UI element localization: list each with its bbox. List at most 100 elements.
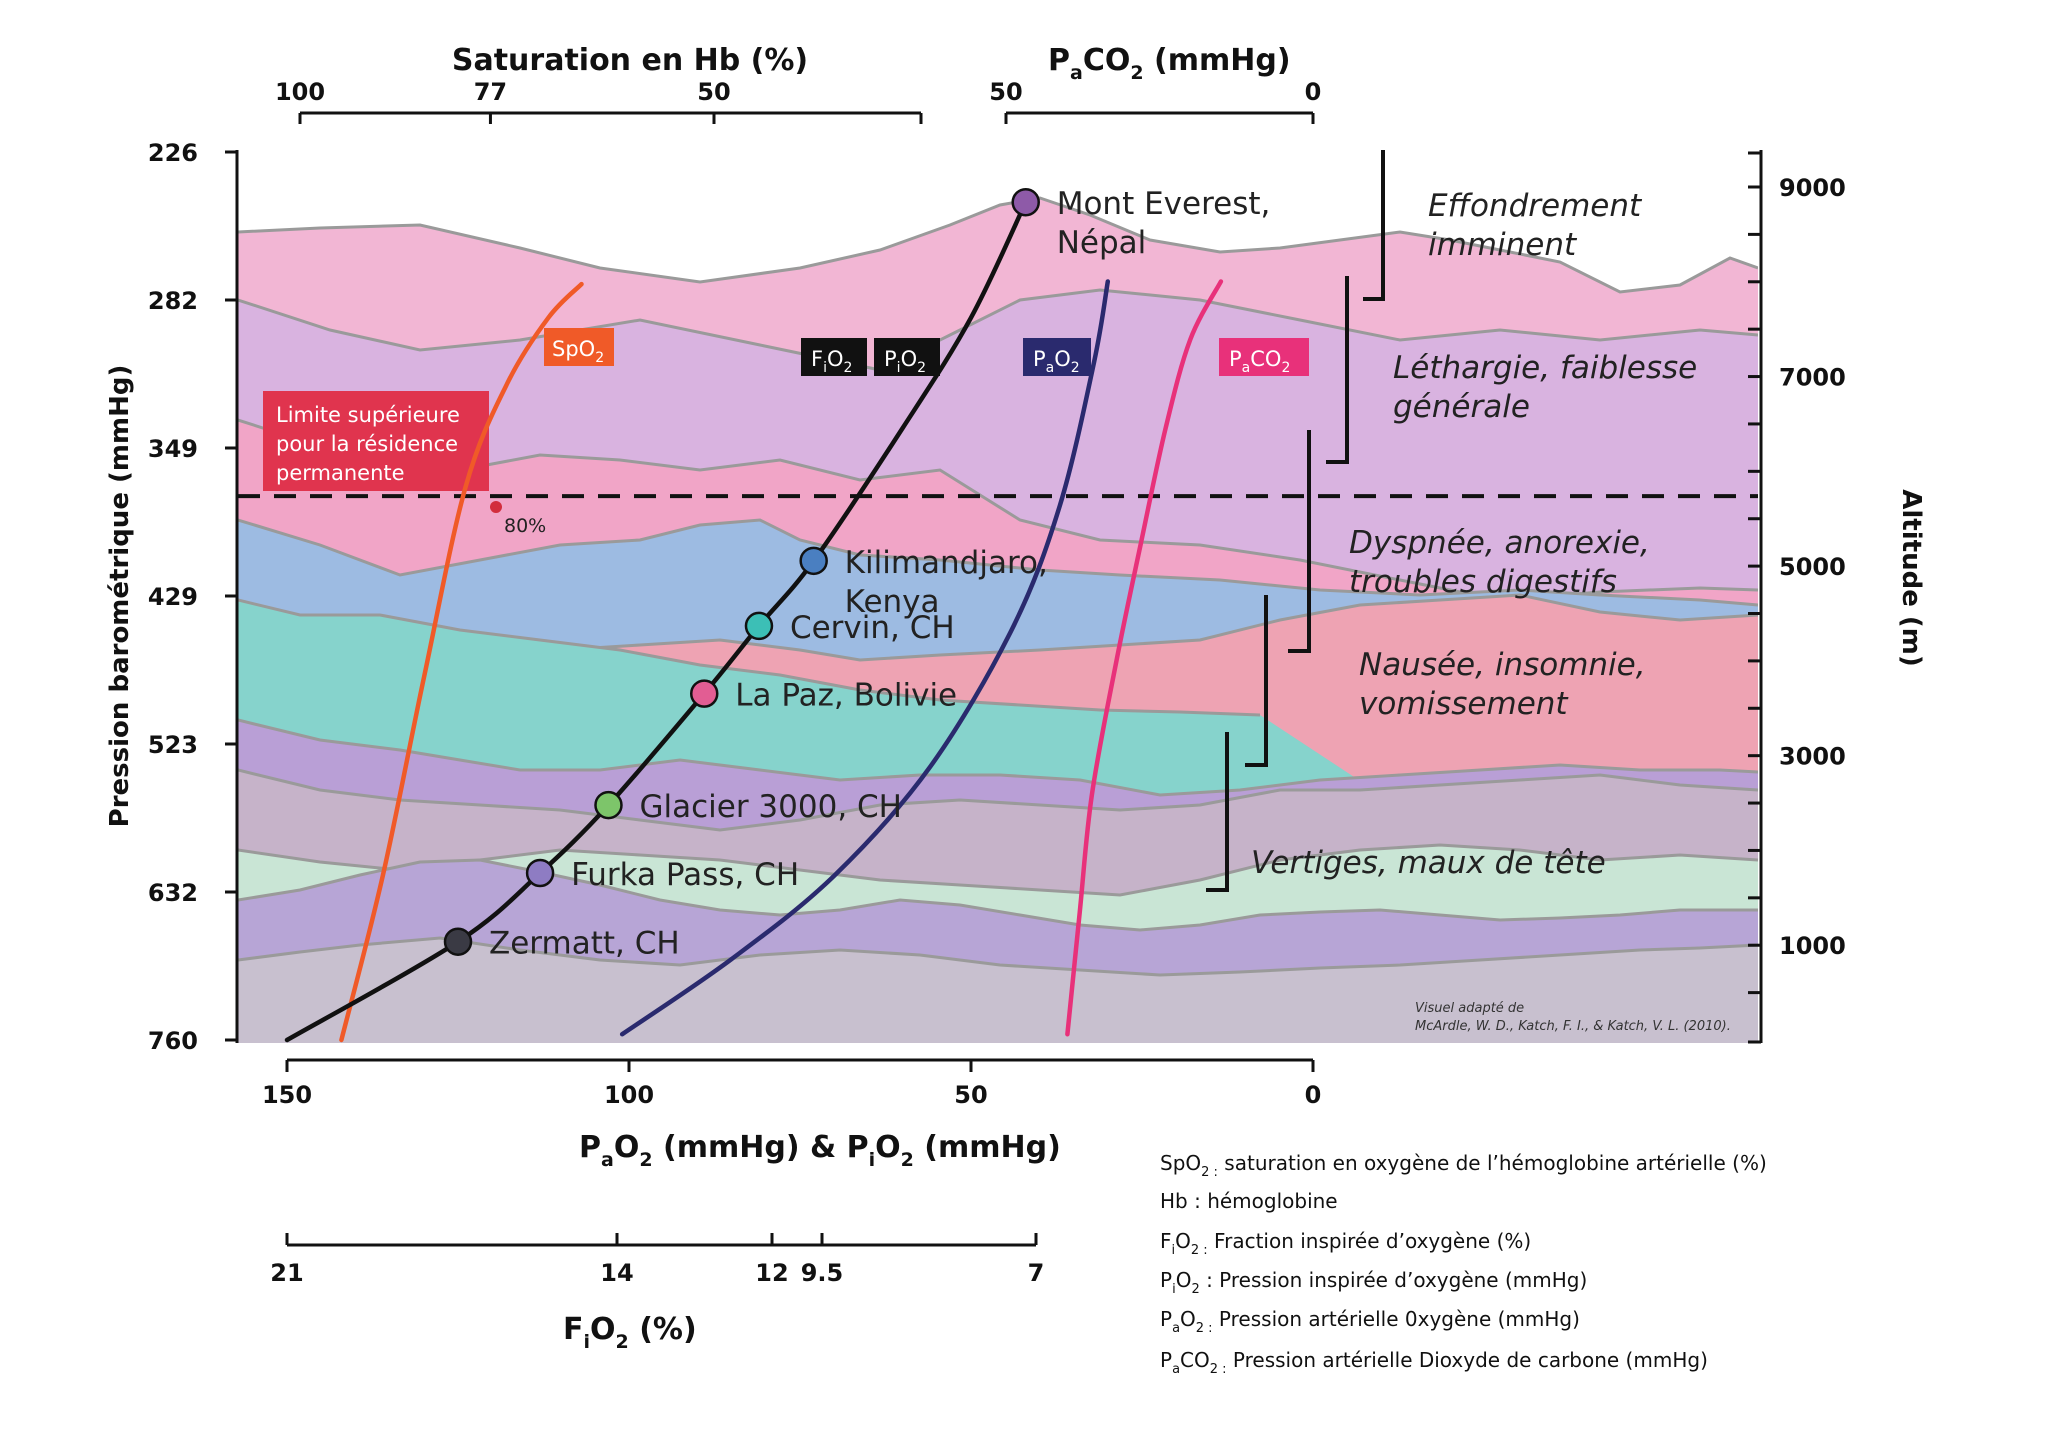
- mountain-ridge-8: [238, 843, 1758, 897]
- bracket-nausee: [1245, 595, 1268, 767]
- right-axis-tick-label: 9000: [1779, 174, 1846, 202]
- top-saturation-tick-label: 50: [697, 78, 730, 106]
- location-marker: [689, 679, 719, 708]
- threshold-box: [263, 391, 489, 491]
- left-axis-tick-label: 523: [148, 731, 198, 759]
- axes: 226 282 349 429 523 632 760 9000 7000 50 0 0 3000 100…: [148, 78, 1846, 1287]
- left-axis-tick-label: 349: [148, 435, 198, 463]
- location-label: Glacier 3000, CH: [639, 789, 902, 825]
- left-axis-tick-label: 632: [148, 879, 198, 907]
- mountain-ridge-0: [238, 196, 1758, 294]
- location-markers: Mont Everest,NépalKilimandjaro,KenyaCerv…: [443, 186, 1271, 962]
- location-label: Kilimandjaro,: [845, 545, 1048, 581]
- bracket-lethargie: [1326, 276, 1349, 464]
- mountain-ridge-5: [238, 598, 1261, 717]
- left-axis-tick-label: 282: [148, 287, 198, 315]
- mountain-ridge-6: [238, 718, 1758, 797]
- threshold-box-line-1: Limite supérieure: [276, 403, 460, 427]
- top-saturation-tick-label: 100: [275, 78, 325, 106]
- top-paco2-tick-label: 0: [1305, 78, 1322, 106]
- location-marker: [594, 790, 623, 820]
- svg-text:PaO2: PaO2: [1033, 347, 1080, 376]
- symptom-nausee-1: Nausée, insomnie,: [1359, 647, 1646, 683]
- legend: SpO2 : saturation en oxygène de l’hémogl…: [1160, 1151, 1767, 1377]
- bottom-fio2-tick-label: 14: [600, 1259, 633, 1287]
- mountain-ridge-7: [238, 768, 1758, 832]
- location-label: La Paz, Bolivie: [735, 678, 957, 714]
- bottom-fio2-tick-label: 7: [1028, 1259, 1045, 1287]
- location-label: Zermatt, CH: [489, 926, 680, 962]
- legend-item: Hb : hémoglobine: [1160, 1189, 1338, 1213]
- paco2-tag: PaCO2: [1219, 338, 1309, 376]
- mountain-ridge-9: [238, 858, 1758, 932]
- bracket-dyspnee: [1288, 430, 1311, 653]
- symptom-lethargie-2: générale: [1393, 389, 1530, 425]
- fio2-tag: FiO2: [801, 338, 867, 376]
- symptom-brackets: [1206, 150, 1385, 892]
- mountain-ridge-1: [238, 288, 1758, 372]
- svg-text:PaCO2: PaCO2: [1229, 347, 1290, 376]
- credit-line-1: Visuel adapté de: [1415, 1001, 1524, 1016]
- bottom-po2-title: PaO2 (mmHg) & PiO2 (mmHg): [579, 1130, 1061, 1171]
- right-axis-tick-label: 7000: [1779, 364, 1846, 392]
- mountain-background: [238, 196, 1758, 1043]
- line-tags: SpO2 FiO2 PiO2 PaO2 PaCO2: [544, 328, 1309, 376]
- series-line-paco2: [1065, 279, 1224, 1037]
- location-label: Cervin, CH: [790, 610, 955, 646]
- threshold-box-line-3: permanente: [276, 461, 405, 485]
- legend-item: PaCO2 : Pression artérielle Dioxyde de c…: [1160, 1348, 1708, 1377]
- location-label: Mont Everest,: [1057, 186, 1271, 222]
- symptom-dyspnee-1: Dyspnée, anorexie,: [1349, 525, 1650, 561]
- svg-text:PiO2: PiO2: [884, 347, 926, 376]
- bottom-fio2-tick-label: 21: [270, 1259, 303, 1287]
- pio2-tag: PiO2: [874, 338, 940, 376]
- bottom-fio2-tick-label: 12: [755, 1259, 788, 1287]
- bottom-fio2-title: FiO2 (%): [563, 1312, 697, 1353]
- threshold-box-line-2: pour la résidence: [276, 432, 458, 456]
- threshold-percent-label: 80%: [504, 515, 546, 537]
- mountain-ridge-3: [238, 518, 1758, 607]
- bottom-po2-tick-label: 100: [604, 1081, 654, 1109]
- series-line-fio2-pio2: [284, 199, 1028, 1043]
- bottom-po2-tick-label: 0: [1305, 1081, 1322, 1109]
- credit-line-2: McArdle, W. D., Katch, F. I., & Katch, V…: [1415, 1019, 1731, 1034]
- location-marker: [443, 927, 473, 956]
- top-saturation-title: Saturation en Hb (%): [452, 43, 808, 78]
- symptom-effondrement-1: Effondrement: [1428, 188, 1643, 224]
- pao2-tag: PaO2: [1023, 338, 1091, 376]
- symptom-texts: Effondrement imminent Léthargie, faibles…: [1251, 188, 1697, 881]
- legend-item: PaO2 : Pression artérielle 0xygène (mmHg…: [1160, 1307, 1580, 1336]
- bracket-vertiges: [1206, 732, 1229, 892]
- symptom-dyspnee-2: troubles digestifs: [1349, 564, 1617, 600]
- top-paco2-tick-label: 50: [989, 78, 1022, 106]
- right-axis-tick-label: 3000: [1779, 743, 1846, 771]
- bottom-po2-tick-label: 150: [262, 1081, 312, 1109]
- bracket-effondrement: [1363, 150, 1385, 301]
- legend-item: PiO2 : Pression inspirée d’oxygène (mmHg…: [1160, 1268, 1587, 1297]
- location-marker: [744, 611, 774, 641]
- symptom-lethargie-1: Léthargie, faiblesse: [1393, 350, 1697, 386]
- location-label-line-2: Népal: [1057, 225, 1147, 261]
- location-label-line-2: Kenya: [845, 584, 940, 620]
- location-marker: [525, 858, 555, 888]
- mountain-layer-10: [238, 938, 1758, 1043]
- legend-item: FiO2 : Fraction inspirée d’oxygène (%): [1160, 1229, 1531, 1258]
- right-axis-title: Altitude (m): [1896, 489, 1926, 666]
- left-axis-tick-label: 429: [148, 583, 198, 611]
- location-label: Furka Pass, CH: [571, 857, 799, 893]
- svg-text:FiO2: FiO2: [811, 347, 852, 376]
- left-axis-tick-label: 226: [148, 139, 198, 167]
- right-axis-tick-label: 1000: [1779, 932, 1846, 960]
- top-saturation-tick-label: 77: [474, 78, 507, 106]
- symptom-nausee-2: vomissement: [1359, 686, 1569, 722]
- series-line-spo2: [339, 281, 584, 1043]
- location-marker: [1011, 187, 1040, 217]
- location-marker: [799, 546, 828, 576]
- legend-item: SpO2 : saturation en oxygène de l’hémogl…: [1160, 1151, 1767, 1180]
- bottom-fio2-tick-label: 9.5: [801, 1259, 844, 1287]
- series-line-pao2: [619, 279, 1111, 1037]
- symptom-vertiges-1: Vertiges, maux de tête: [1251, 845, 1606, 881]
- spo2-tag: SpO2: [544, 328, 614, 366]
- left-axis-tick-label: 760: [148, 1027, 198, 1055]
